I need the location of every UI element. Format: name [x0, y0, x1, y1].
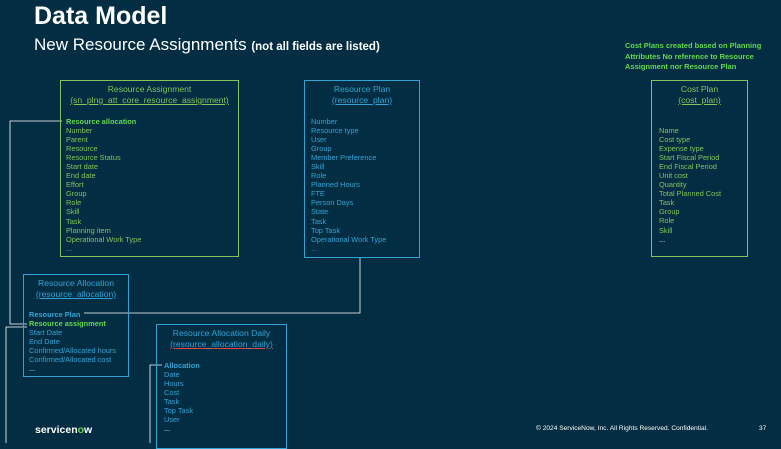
field-item: State: [311, 207, 329, 217]
copyright-notice: © 2024 ServiceNow, Inc. All Rights Reser…: [536, 425, 708, 432]
resource-plan-box: Resource Plan (resource_plan) Number Res…: [304, 80, 420, 258]
field-item: Confirmed/Allocated cost: [29, 355, 112, 365]
field-item: ...: [164, 424, 171, 434]
field-item: Number: [311, 117, 338, 126]
field-item: Group: [66, 189, 87, 199]
connector-allocation-to-daily: [5, 326, 27, 443]
field-item: Start date: [66, 162, 99, 172]
connector-plan-to-allocation: [84, 258, 361, 314]
field-item: Role: [66, 198, 82, 208]
cost-plan-table: (cost_plan): [678, 95, 721, 105]
field-item: ...: [659, 234, 666, 244]
resource-assignment-box: Resource Assignment (sn_plng_att_core_re…: [60, 80, 239, 257]
field-item: Skill: [66, 207, 80, 217]
field-item: Top Task: [164, 406, 194, 416]
logo-text-start: servicen: [35, 424, 78, 436]
field-item: Task: [164, 397, 180, 407]
field-item: ...: [66, 243, 73, 253]
field-item: Task: [311, 216, 327, 226]
field-item: Resource assignment: [29, 319, 106, 329]
resource-allocation-daily-box: Resource Allocation Daily (resource_allo…: [156, 324, 287, 449]
cost-plan-header: Cost Plan (cost_plan): [652, 84, 747, 106]
resource-plan-title: Resource Plan: [333, 84, 391, 94]
resource-allocation-box: Resource Allocation (resource_allocation…: [23, 274, 129, 377]
field-item: End Date: [29, 337, 60, 347]
field-item: Top Task: [311, 225, 341, 235]
subtitle-text: New Resource Assignments: [34, 35, 247, 54]
field-item: Allocation: [164, 361, 200, 370]
field-item: Member Preference: [311, 153, 377, 163]
resource-allocation-fields: Resource Plan Resource assignment Start …: [29, 310, 128, 373]
resource-allocation-daily-fields: Allocation Date Hours Cost Task Top Task…: [164, 361, 286, 433]
resource-allocation-daily-header: Resource Allocation Daily (resource_allo…: [157, 328, 286, 350]
field-item: FTE: [311, 189, 325, 199]
cost-plan-title: Cost Plan: [680, 84, 719, 94]
field-item: Planned Hours: [311, 180, 360, 190]
cost-plan-annotation: Cost Plans created based on Planning Att…: [625, 41, 762, 72]
page-title: Data Model: [34, 2, 168, 30]
field-item: Quantity: [659, 180, 687, 190]
resource-allocation-daily-table: (resource_allocation_daily): [170, 339, 273, 349]
field-item: Resource allocation: [66, 117, 137, 126]
field-item: Person Days: [311, 198, 354, 208]
field-item: Cost: [164, 388, 180, 398]
field-item: User: [311, 135, 327, 145]
field-item: Group: [659, 207, 680, 217]
field-item: Resource: [66, 144, 98, 154]
resource-allocation-daily-title: Resource Allocation Daily: [172, 328, 271, 338]
resource-allocation-title: Resource Allocation: [38, 278, 114, 288]
field-item: User: [164, 415, 180, 425]
field-item: Name: [659, 126, 679, 135]
page-number: 37: [759, 425, 767, 432]
resource-plan-header: Resource Plan (resource_plan): [305, 84, 419, 106]
logo-text-end: w: [84, 424, 93, 436]
field-item: Effort: [66, 180, 84, 190]
field-item: Operational Work Type: [311, 234, 387, 244]
field-item: Task: [659, 198, 675, 208]
resource-plan-table: (resource_plan): [331, 95, 393, 105]
resource-allocation-table: (resource_allocation): [35, 289, 117, 299]
field-item: Cost type: [659, 135, 691, 145]
field-item: Unit cost: [659, 171, 688, 181]
page-subtitle: New Resource Assignments (not all fields…: [34, 35, 380, 55]
field-item: Confirmed/Allocated hours: [29, 346, 117, 356]
field-item: Start Date: [29, 328, 63, 338]
field-item: Planning item: [66, 225, 111, 235]
field-item: Parent: [66, 135, 88, 145]
field-item: Number: [66, 126, 93, 136]
resource-allocation-header: Resource Allocation (resource_allocation…: [24, 278, 128, 300]
field-item: Resource Status: [66, 153, 121, 163]
field-item: ...: [29, 364, 36, 374]
cost-plan-fields: Name Cost type Expense type Start Fiscal…: [659, 126, 747, 244]
field-item: ...: [311, 243, 318, 253]
field-item: End date: [66, 171, 96, 181]
field-item: Date: [164, 370, 180, 380]
field-item: Role: [659, 216, 675, 226]
field-item: Expense type: [659, 144, 704, 154]
resource-assignment-fields: Resource allocation Number Parent Resour…: [66, 117, 238, 253]
field-item: Hours: [164, 379, 184, 389]
field-item: Task: [66, 216, 82, 226]
field-item: Skill: [311, 162, 325, 172]
connector-daily-to-allocation: [149, 364, 162, 443]
resource-assignment-title: Resource Assignment: [107, 84, 192, 94]
field-item: Resource Plan: [29, 310, 81, 319]
field-item: Skill: [659, 225, 673, 235]
field-item: Total Planned Cost: [659, 189, 722, 199]
field-item: Resource type: [311, 126, 359, 136]
field-item: Role: [311, 171, 327, 181]
field-item: Start Fiscal Period: [659, 153, 720, 163]
resource-assignment-header: Resource Assignment (sn_plng_att_core_re…: [61, 84, 238, 106]
connector-assignment-to-allocation: [9, 120, 62, 325]
field-item: Operational Work Type: [66, 234, 142, 244]
resource-assignment-table: (sn_plng_att_core_resource_assignment): [70, 95, 229, 105]
field-item: Group: [311, 144, 332, 154]
servicenow-logo: servicenow: [35, 424, 92, 436]
resource-plan-fields: Number Resource type User Group Member P…: [311, 117, 419, 253]
field-item: End Fiscal Period: [659, 162, 717, 172]
subtitle-note: (not all fields are listed): [251, 41, 380, 53]
logo-o: o: [77, 424, 85, 436]
cost-plan-box: Cost Plan (cost_plan) Name Cost type Exp…: [651, 80, 748, 257]
